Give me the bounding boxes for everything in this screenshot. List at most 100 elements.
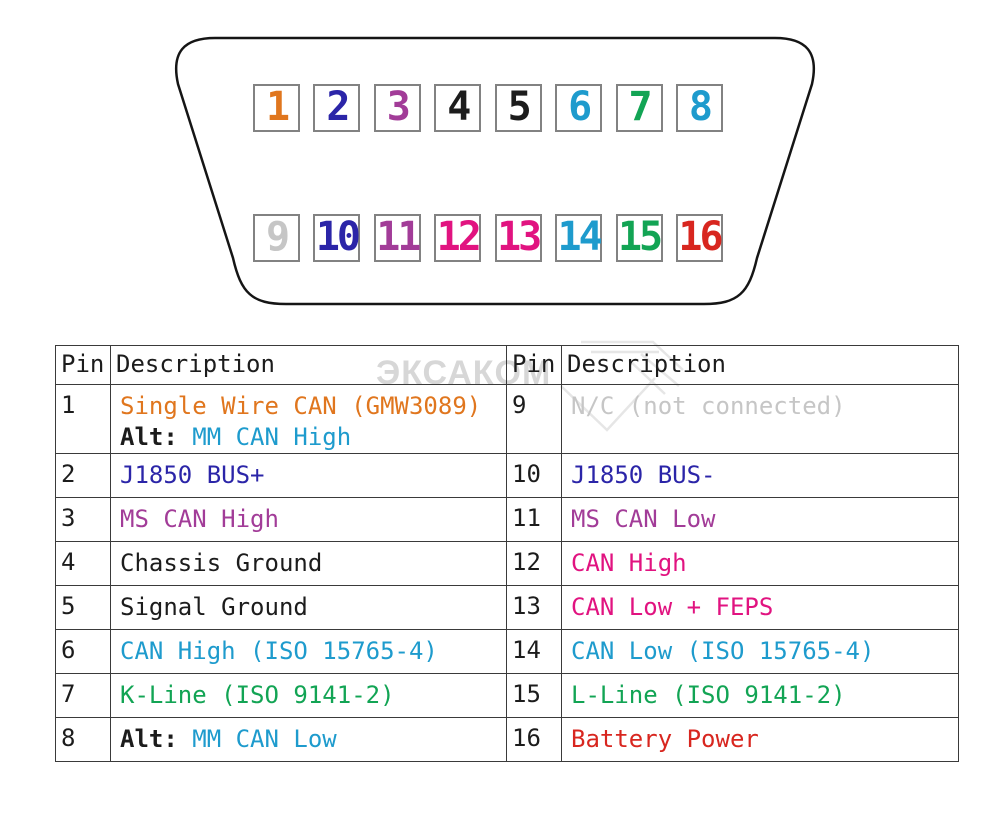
column-header-pin-left: Pin [55,345,111,385]
pin-description-cell-13: CAN Low + FEPS [561,585,959,630]
pin-box-6: 6 [555,84,603,132]
table-row: 5 Signal Ground 13 CAN Low + FEPS [55,585,959,630]
description-line: CAN High [571,548,956,579]
pin-box-5: 5 [494,84,542,132]
pin-number-cell-2: 2 [55,453,111,498]
description-segment: Single Wire CAN (GMW3089) [120,392,482,420]
pin-description-cell-16: Battery Power [561,717,959,762]
pin-box-15: 15 [615,214,663,262]
description-line: CAN High (ISO 15765-4) [120,636,504,667]
column-header-pin-right: Pin [506,345,562,385]
table-row: 2 J1850 BUS+ 10 J1850 BUS- [55,453,959,498]
description-segment: CAN High [571,549,687,577]
description-line: L-Line (ISO 9141-2) [571,680,956,711]
pin-description-cell-11: MS CAN Low [561,497,959,542]
description-segment: CAN High (ISO 15765-4) [120,637,438,665]
description-segment: Battery Power [571,725,759,753]
description-line: Alt: MM CAN Low [120,724,504,755]
description-segment: MM CAN Low [177,725,337,753]
pin-description-cell-1: Single Wire CAN (GMW3089)Alt: MM CAN Hig… [110,384,507,454]
description-line: MS CAN Low [571,504,956,535]
description-line: Battery Power [571,724,956,755]
description-line: Chassis Ground [120,548,504,579]
pin-number-cell-13: 13 [506,585,562,630]
pin-number-cell-9: 9 [506,384,562,454]
description-line: Signal Ground [120,592,504,623]
pin-number-cell-5: 5 [55,585,111,630]
pin-description-cell-4: Chassis Ground [110,541,507,586]
pin-box-9: 9 [253,214,300,262]
description-segment: N/C (not connected) [571,392,846,420]
pin-description-cell-14: CAN Low (ISO 15765-4) [561,629,959,674]
pin-description-cell-10: J1850 BUS- [561,453,959,498]
pin-box-8: 8 [675,84,723,132]
pin-description-cell-12: CAN High [561,541,959,586]
pin-description-cell-6: CAN High (ISO 15765-4) [110,629,507,674]
pin-number-cell-3: 3 [55,497,111,542]
table-row: 4 Chassis Ground 12 CAN High [55,541,959,586]
pin-description-cell-9: N/C (not connected) [561,384,959,454]
pin-description-cell-2: J1850 BUS+ [110,453,507,498]
pin-number-cell-15: 15 [506,673,562,718]
pinout-table: Pin Description Pin Description 1 Single … [55,345,959,762]
pin-box-3: 3 [373,84,421,132]
pin-description-cell-3: MS CAN High [110,497,507,542]
description-segment: Alt: [120,725,178,753]
pin-box-4: 4 [434,84,482,132]
pin-number-cell-16: 16 [506,717,562,762]
description-segment: CAN Low (ISO 15765-4) [571,637,875,665]
pin-box-7: 7 [615,84,663,132]
pin-number-cell-1: 1 [55,384,111,454]
pin-number-cell-7: 7 [55,673,111,718]
pin-description-cell-8: Alt: MM CAN Low [110,717,507,762]
pin-box-1: 1 [253,84,300,132]
description-line: CAN Low (ISO 15765-4) [571,636,956,667]
pin-description-cell-7: K-Line (ISO 9141-2) [110,673,507,718]
column-header-description-left: Description [110,345,507,385]
description-segment: MS CAN High [120,505,279,533]
pin-number-cell-4: 4 [55,541,111,586]
description-segment: MS CAN Low [571,505,716,533]
description-segment: J1850 BUS+ [120,461,265,489]
description-segment: MM CAN High [177,423,352,451]
table-header-row: Pin Description Pin Description [55,345,959,385]
column-header-description-right: Description [561,345,959,385]
table-row: 7 K-Line (ISO 9141-2) 15 L-Line (ISO 9141-2… [55,673,959,718]
pin-number-cell-6: 6 [55,629,111,674]
description-line: Alt: MM CAN High [120,422,504,453]
pin-number-cell-11: 11 [506,497,562,542]
description-segment: L-Line (ISO 9141-2) [571,681,846,709]
description-line: J1850 BUS+ [120,460,504,491]
pin-box-10: 10 [313,214,361,262]
description-line: CAN Low + FEPS [571,592,956,623]
description-line: K-Line (ISO 9141-2) [120,680,504,711]
description-segment: Alt: [120,423,178,451]
description-segment: Chassis Ground [120,549,323,577]
pin-description-cell-15: L-Line (ISO 9141-2) [561,673,959,718]
table-row: 3 MS CAN High 11 MS CAN Low [55,497,959,542]
pin-box-2: 2 [313,84,361,132]
pin-number-cell-12: 12 [506,541,562,586]
description-segment: Signal Ground [120,593,308,621]
description-line: Single Wire CAN (GMW3089) [120,391,504,422]
pin-number-cell-14: 14 [506,629,562,674]
connector-outline [174,36,816,306]
description-line: N/C (not connected) [571,391,956,422]
description-line: J1850 BUS- [571,460,956,491]
pin-box-12: 12 [434,214,482,262]
description-segment: K-Line (ISO 9141-2) [120,681,395,709]
pin-description-cell-5: Signal Ground [110,585,507,630]
pin-box-13: 13 [494,214,542,262]
pin-number-cell-8: 8 [55,717,111,762]
pin-box-11: 11 [373,214,421,262]
table-row: 6 CAN High (ISO 15765-4) 14 CAN Low (ISO 15… [55,629,959,674]
description-segment: J1850 BUS- [571,461,716,489]
description-line: MS CAN High [120,504,504,535]
pin-number-cell-10: 10 [506,453,562,498]
connector-body [174,36,816,306]
